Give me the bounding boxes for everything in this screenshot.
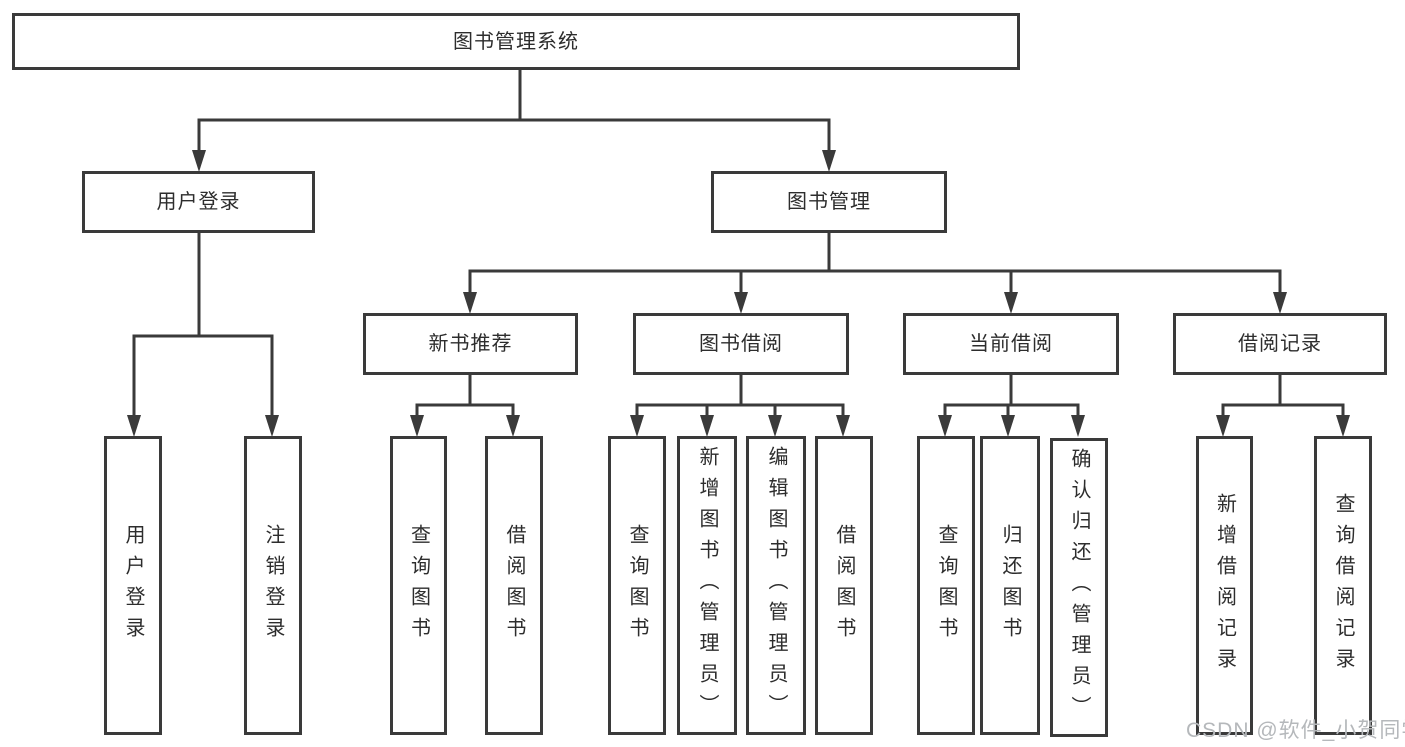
csdn-watermark: CSDN @软件_小贺同学 (1186, 719, 1405, 742)
node-book-borrow: 图书借阅 (633, 313, 849, 375)
node-user-login: 用户登录 (82, 171, 315, 233)
leaf-borrow-book-recommend: 借阅图书 (485, 436, 543, 735)
node-library-management-system: 图书管理系统 (12, 13, 1020, 70)
node-new-book-recommend: 新书推荐 (363, 313, 578, 375)
node-borrow-record: 借阅记录 (1173, 313, 1387, 375)
leaf-query-borrow-record: 查询借阅记录 (1314, 436, 1372, 735)
leaf-query-book-current: 查询图书 (917, 436, 975, 735)
leaf-edit-book-admin: 编辑图书（管理员） (746, 436, 806, 735)
leaf-return-book: 归还图书 (980, 436, 1040, 735)
leaf-query-book-recommend: 查询图书 (390, 436, 447, 735)
leaf-user-login: 用户登录 (104, 436, 162, 735)
leaf-logout: 注销登录 (244, 436, 302, 735)
node-book-management: 图书管理 (711, 171, 947, 233)
leaf-confirm-return-admin: 确认归还（管理员） (1050, 438, 1108, 737)
leaf-add-borrow-record: 新增借阅记录 (1196, 436, 1253, 735)
node-current-borrow: 当前借阅 (903, 313, 1119, 375)
leaf-add-book-admin: 新增图书（管理员） (677, 436, 737, 735)
leaf-borrow-book: 借阅图书 (815, 436, 873, 735)
leaf-query-book-borrow: 查询图书 (608, 436, 666, 735)
